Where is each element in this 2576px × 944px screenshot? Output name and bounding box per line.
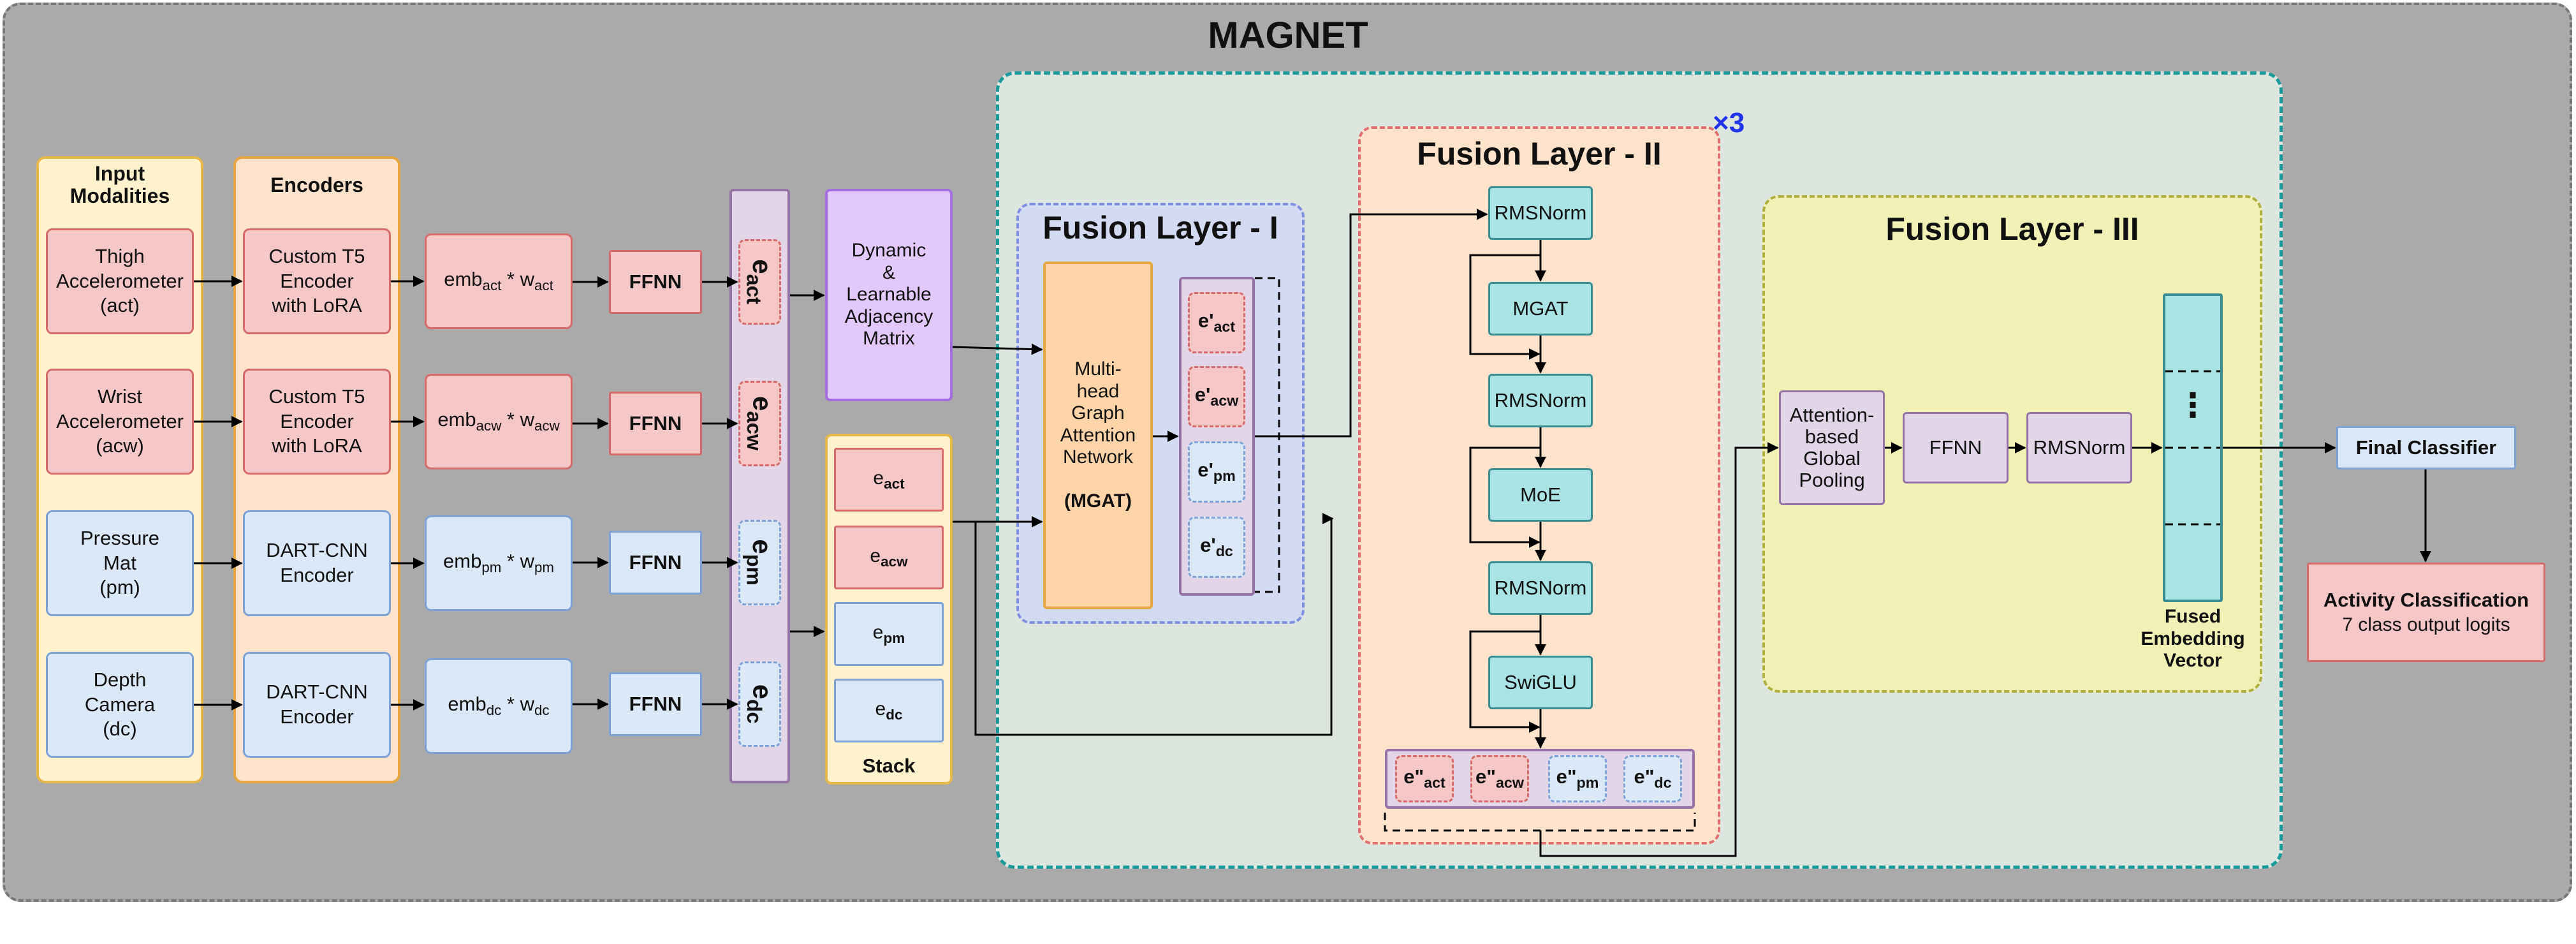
- repeat-count: ×3: [1713, 107, 1745, 138]
- fusion-layer-1-title: Fusion Layer - I: [1043, 210, 1278, 246]
- stack-item-act: eact: [834, 448, 944, 512]
- ffnn-fusion3: FFNN: [1903, 412, 2009, 483]
- weighted-embedding-pm: embpm * wpm: [425, 515, 573, 611]
- prime-embedding-dc: e'dc: [1188, 517, 1245, 578]
- moe-block: MoE: [1488, 468, 1593, 522]
- rmsnorm-3: RMSNorm: [1488, 561, 1593, 615]
- stack-item-dc: edc: [834, 679, 944, 742]
- encoders-title: Encoders: [270, 173, 363, 196]
- weighted-embedding-acw: embacw * wacw: [425, 374, 573, 469]
- rmsnorm-1: RMSNorm: [1488, 186, 1593, 240]
- prime-embedding-pm: e'pm: [1188, 441, 1245, 503]
- activity-classification: Activity Classification 7 class output l…: [2307, 563, 2545, 662]
- stack-label: Stack: [862, 755, 916, 777]
- ffnn-pm: FFNN: [609, 531, 702, 594]
- fusion-layer-2-title: Fusion Layer - II: [1417, 136, 1662, 172]
- fusion-layer-3-title: Fusion Layer - III: [1885, 211, 2139, 247]
- prime-embedding-act: e'act: [1188, 292, 1245, 353]
- rmsnorm-fusion3: RMSNorm: [2026, 412, 2132, 483]
- dprime-embedding-act: e"act: [1395, 755, 1454, 802]
- dprime-embedding-dc: e"dc: [1623, 755, 1682, 802]
- swiglu-block: SwiGLU: [1488, 656, 1593, 709]
- prime-embedding-acw: e'acw: [1188, 366, 1245, 427]
- dprime-embedding-acw: e"acw: [1470, 755, 1529, 802]
- weighted-embedding-dc: embdc * wdc: [425, 658, 573, 754]
- stacked-embedding-pm: epm: [738, 520, 781, 605]
- stacked-embedding-dc: edc: [738, 661, 781, 747]
- ffnn-dc: FFNN: [609, 672, 702, 736]
- stack-item-pm: epm: [834, 602, 944, 666]
- rmsnorm-2: RMSNorm: [1488, 374, 1593, 427]
- mgat-block: MGAT: [1488, 282, 1593, 336]
- ffnn-acw: FFNN: [609, 392, 702, 455]
- vector-dots: ⋮: [2176, 387, 2209, 424]
- weighted-embedding-act: embact * wact: [425, 233, 573, 329]
- stacked-embedding-acw: eacw: [738, 381, 781, 466]
- diagram-title: MAGNET: [1208, 15, 1368, 56]
- stacked-embedding-act: eact: [738, 239, 781, 325]
- stack-item-acw: eacw: [834, 526, 944, 589]
- dprime-embedding-pm: e"pm: [1548, 755, 1607, 802]
- final-classifier: Final Classifier: [2336, 426, 2516, 469]
- ffnn-act: FFNN: [609, 250, 702, 314]
